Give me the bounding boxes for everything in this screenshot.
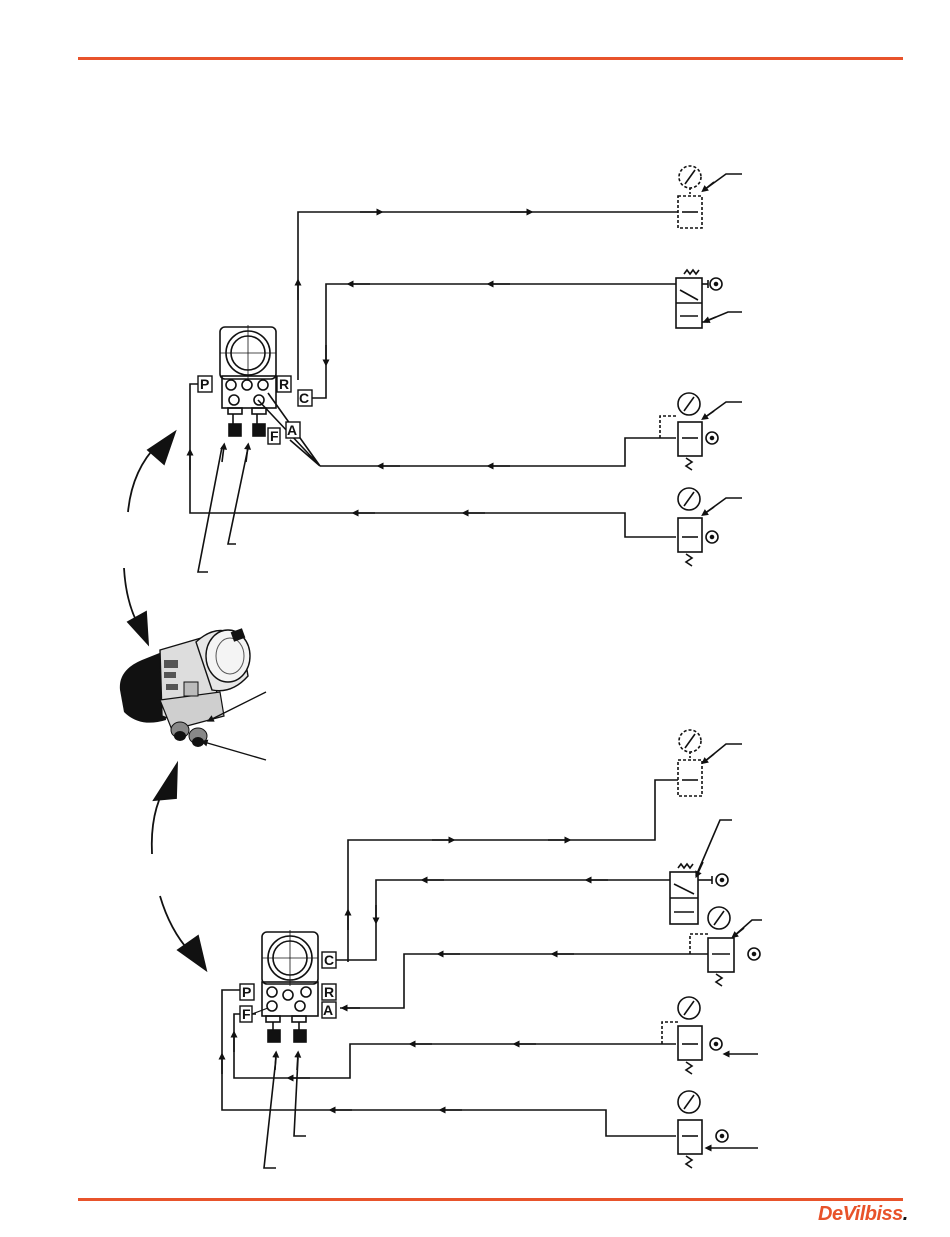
port-p-top: P (200, 376, 209, 392)
port-labels-bottom: P C R A F (240, 952, 336, 1022)
port-p-bottom: P (242, 984, 251, 1000)
brand-logo-mark: . (903, 1203, 908, 1225)
line-atomizing-bottom (340, 954, 708, 1008)
port-f-top: F (270, 428, 279, 444)
port-a-bottom: A (323, 1002, 333, 1018)
line-fluid-supply (298, 212, 678, 380)
port-a-top: A (287, 422, 297, 438)
knob-right (253, 424, 265, 436)
port-r-bottom: R (324, 984, 334, 1000)
brand-logo-text: DeVilbiss (818, 1203, 903, 1225)
line-cylinder-bottom (322, 880, 670, 960)
knob-left (229, 424, 241, 436)
port-f-bottom: F (242, 1006, 251, 1022)
line-fan (190, 384, 676, 537)
port-c-top: C (299, 390, 309, 406)
spray-gun-illustration (120, 628, 266, 760)
brand-logo: DeVilbiss. (818, 1203, 908, 1226)
line-air-supply-bottom (222, 990, 676, 1136)
port-r-top: R (279, 376, 289, 392)
upper-circuit (190, 166, 742, 572)
line-fan-bottom (234, 1014, 676, 1078)
line-cylinder (312, 284, 676, 398)
lower-circuit (222, 730, 762, 1168)
line-atomizing (320, 438, 676, 466)
line-fluid-supply-bottom (348, 780, 678, 962)
port-c-bottom: C (324, 952, 334, 968)
